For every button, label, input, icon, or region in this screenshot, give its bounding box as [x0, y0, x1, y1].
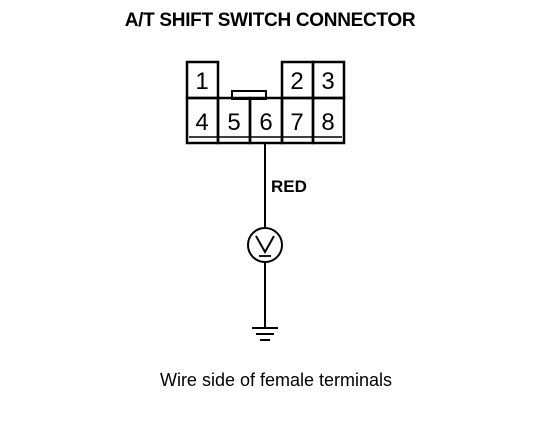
terminal-2-number: 2 — [290, 68, 303, 95]
voltmeter-icon — [247, 227, 283, 263]
terminal-8-number: 8 — [321, 109, 334, 136]
diagram-title: A/T SHIFT SWITCH CONNECTOR — [124, 10, 416, 31]
ground-icon — [252, 327, 278, 341]
terminal-1-number: 1 — [195, 68, 208, 95]
terminal-7-number: 7 — [290, 109, 303, 136]
terminal-8-cell — [311, 96, 346, 145]
terminal-3-number: 3 — [321, 68, 334, 95]
terminal-4-number: 4 — [195, 109, 208, 136]
connector-bottom-row — [185, 96, 346, 145]
terminal-6-number: 6 — [259, 109, 272, 136]
diagram-caption: Wire side of female terminals — [159, 370, 393, 390]
terminal-5-number: 5 — [227, 109, 240, 136]
wire-color-label: RED — [271, 177, 307, 196]
